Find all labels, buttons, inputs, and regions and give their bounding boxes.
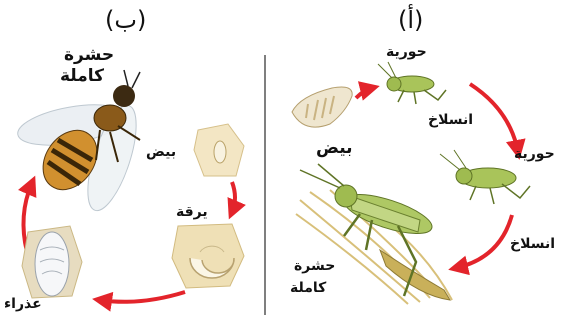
grasshopper-adult-label-line2: كاملة (290, 280, 326, 296)
grasshopper-egg-label: بيض (316, 138, 353, 158)
arrow-molt-to-adult (456, 215, 512, 268)
grasshopper-adult-label-line1: حشرة (294, 258, 335, 274)
grasshopper-nymph-1-icon (378, 62, 446, 104)
arrow-egg-to-nymph (356, 88, 372, 98)
grasshopper-molt-1-label: انسلاخ (428, 112, 473, 128)
bee-adult-icon (15, 70, 146, 216)
panel-b-label: (ب) (105, 6, 146, 34)
bee-larva-label: يرقة (176, 204, 208, 220)
bee-egg-icon (194, 124, 244, 176)
grasshopper-egg-icon (292, 87, 352, 127)
bee-larva-icon (172, 224, 244, 288)
grasshopper-molt-2-label: انسلاخ (510, 236, 555, 252)
grasshopper-nymph-2-label: حورية (514, 146, 555, 162)
panel-a-label: (أ) (398, 6, 423, 34)
bee-pupa-label: عذراء (4, 296, 42, 312)
bee-adult-label-line2: كاملة (60, 66, 104, 86)
bee-egg-label: بيض (146, 144, 176, 160)
bee-pupa-icon (22, 226, 82, 298)
arrow-larva-to-pupa (100, 292, 185, 302)
arrow-molt-to-nymph (470, 84, 518, 152)
bee-adult-label-line1: حشرة (64, 45, 114, 65)
grasshopper-nymph-1-label: حورية (386, 44, 427, 60)
arrow-egg-to-larva (232, 182, 235, 212)
